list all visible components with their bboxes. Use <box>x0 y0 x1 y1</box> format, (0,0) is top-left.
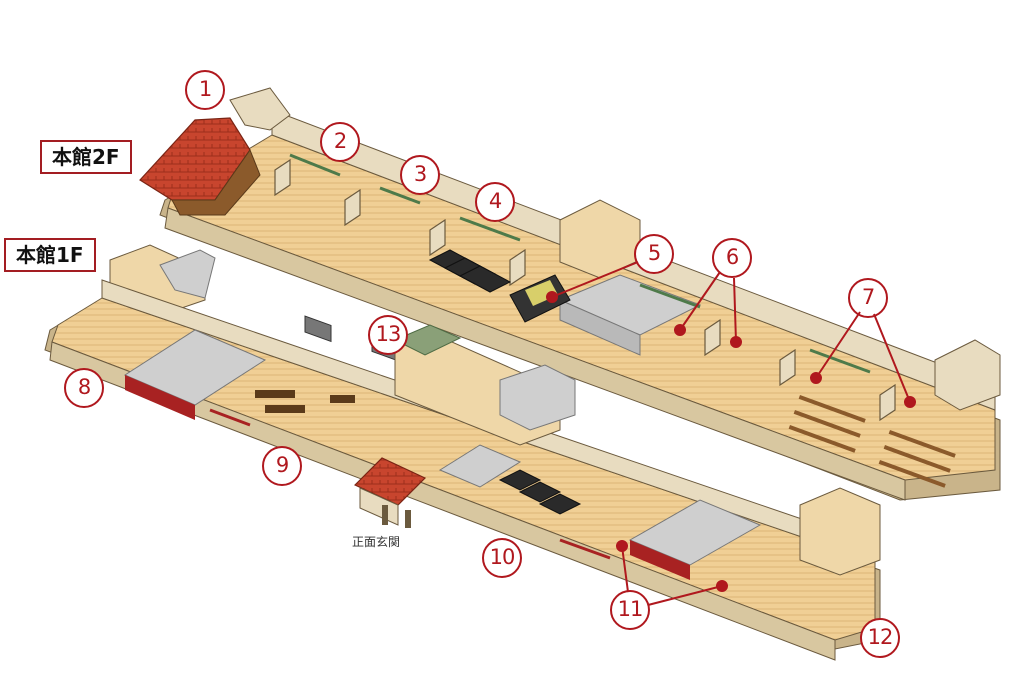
marker-5[interactable]: 5 <box>634 234 674 274</box>
floor-label-2f: 本館2F <box>40 140 132 174</box>
marker-4[interactable]: 4 <box>475 182 515 222</box>
entrance-label: 正面玄関 <box>352 535 401 549</box>
marker-3[interactable]: 3 <box>400 155 440 195</box>
marker-12[interactable]: 12 <box>860 618 900 658</box>
marker-1[interactable]: 1 <box>185 70 225 110</box>
marker-8[interactable]: 8 <box>64 368 104 408</box>
marker-10[interactable]: 10 <box>482 538 522 578</box>
first-floor-wing <box>44 244 881 661</box>
marker-11[interactable]: 11 <box>610 590 650 630</box>
marker-7[interactable]: 7 <box>848 278 888 318</box>
marker-9[interactable]: 9 <box>262 446 302 486</box>
marker-6[interactable]: 6 <box>712 238 752 278</box>
marker-13[interactable]: 13 <box>368 315 408 355</box>
marker-2[interactable]: 2 <box>320 122 360 162</box>
floor-label-1f: 本館1F <box>4 238 96 272</box>
second-floor-wing <box>139 87 1001 501</box>
